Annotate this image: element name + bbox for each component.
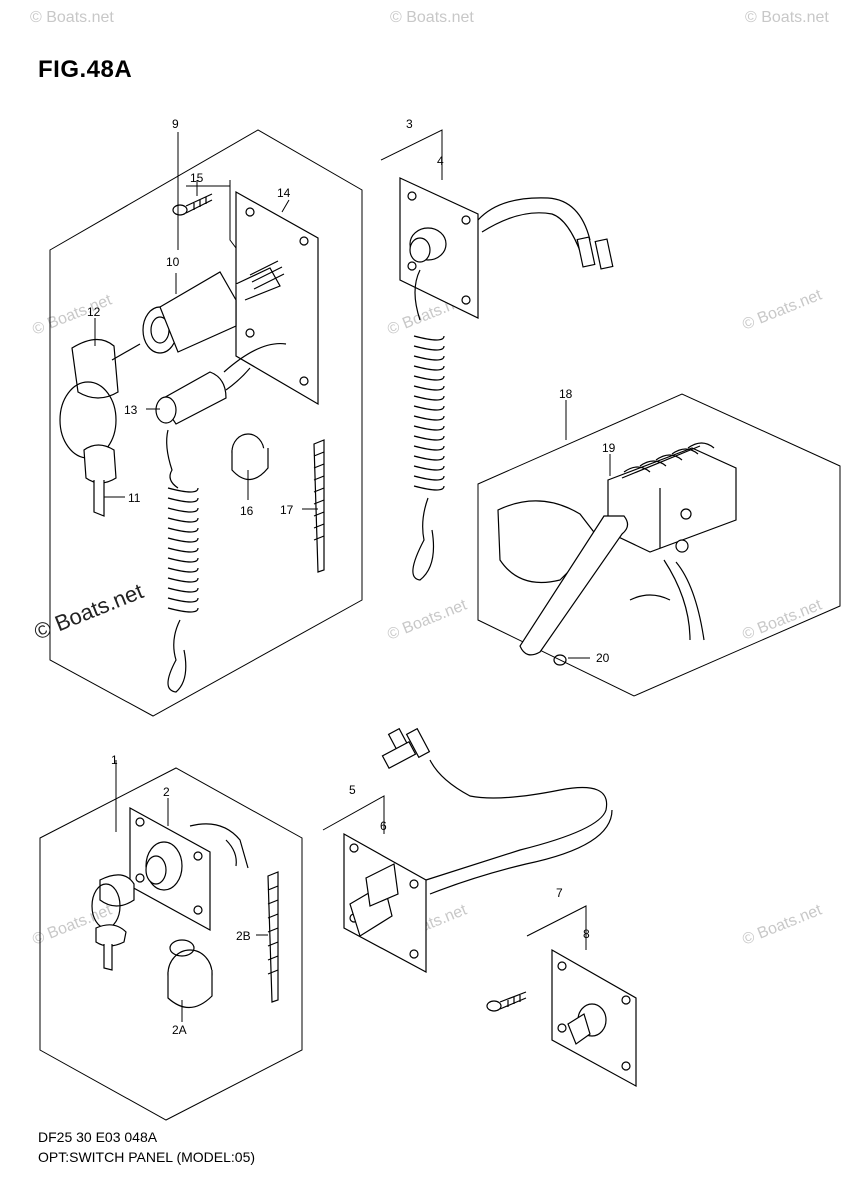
callout-16: 16: [240, 504, 254, 518]
key-switch-10: [142, 260, 285, 354]
connector-5: [381, 727, 431, 770]
callout-9: 9: [172, 117, 179, 131]
panel-group-9: [49, 129, 363, 717]
callout-18: 18: [559, 387, 573, 401]
panel-group-5: [322, 727, 613, 974]
clip-20: [553, 654, 567, 666]
footer-description: OPT:SWITCH PANEL (MODEL:05): [38, 1149, 256, 1165]
callout-14: 14: [277, 186, 291, 200]
key-11: [83, 444, 117, 517]
group-box-18: [477, 393, 841, 697]
key-set-2: [91, 874, 135, 971]
panel-group-18: [477, 393, 841, 697]
watermark: © Boats.net: [385, 596, 470, 643]
lanyard-coil-13: [166, 429, 199, 693]
screw-7: [486, 991, 527, 1012]
callout-2: 2: [163, 785, 170, 799]
panel-group-3: [380, 129, 614, 581]
watermark: © Boats.net: [745, 9, 829, 26]
tie-2B: [267, 871, 279, 1003]
tie-17: [313, 439, 325, 573]
figure-title: FIG.48A: [38, 56, 133, 83]
panel-group-7: [486, 905, 637, 1088]
callout-labels: 9 15 14 10 12 13 16 17 11 3 4 18 19 20 1…: [87, 117, 616, 1037]
callout-17: 17: [280, 503, 294, 517]
watermark: © Boats.net: [740, 901, 825, 948]
stop-switch-13: [155, 342, 287, 425]
lock-unit-19: [607, 442, 737, 553]
callout-12: 12: [87, 305, 101, 319]
watermark: © Boats.net: [30, 9, 114, 26]
connector-3: [576, 236, 614, 270]
callout-20: 20: [596, 651, 610, 665]
watermark: © Boats.net: [740, 596, 825, 643]
callout-11: 11: [128, 491, 141, 505]
footer-code: DF25 30 E03 048A: [38, 1129, 158, 1145]
group-box-9: [49, 129, 363, 717]
switch-8: [567, 1003, 607, 1045]
callout-13: 13: [124, 403, 138, 417]
key-switch-2: [145, 823, 249, 891]
callout-10: 10: [166, 255, 180, 269]
key-12: [59, 338, 141, 459]
watermark: © Boats.net: [30, 291, 115, 338]
callout-5: 5: [349, 783, 356, 797]
group-box-1: [39, 767, 303, 1121]
watermark-large: © Boats.net: [31, 578, 147, 644]
watermark: © Boats.net: [740, 286, 825, 333]
lever-18: [497, 500, 629, 656]
callout-8: 8: [583, 927, 590, 941]
screw-15: [172, 193, 213, 216]
toggle-switch-6: [349, 863, 399, 937]
callout-15: 15: [190, 171, 204, 185]
stop-switch-3: [409, 227, 447, 263]
callout-2A: 2A: [172, 1023, 187, 1037]
callout-3: 3: [406, 117, 413, 131]
panel-group-1: [39, 760, 303, 1121]
callout-19: 19: [602, 441, 616, 455]
callout-1: 1: [111, 753, 118, 767]
callout-6: 6: [380, 819, 387, 833]
footer: DF25 30 E03 048A OPT:SWITCH PANEL (MODEL…: [38, 1127, 255, 1167]
watermark: © Boats.net: [390, 9, 474, 26]
cap-2A: [167, 939, 213, 1009]
cap-16: [231, 433, 269, 481]
callout-2B: 2B: [236, 929, 251, 943]
callout-4: 4: [437, 154, 444, 168]
callout-7: 7: [556, 886, 563, 900]
